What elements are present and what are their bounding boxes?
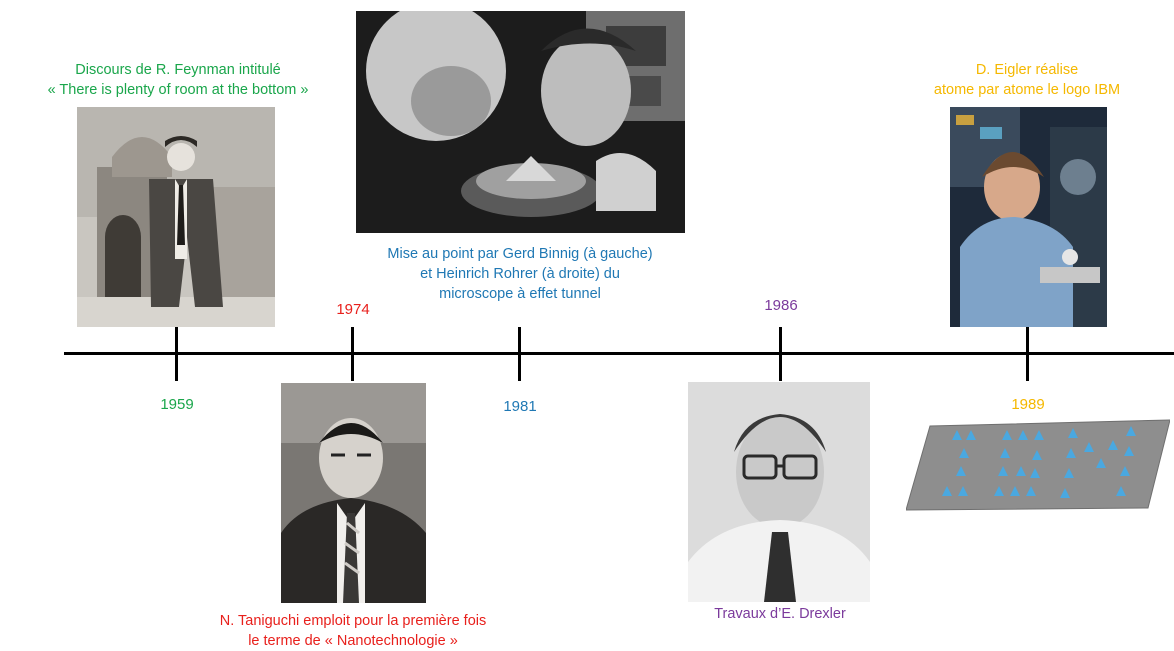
year-1959: 1959 [160,396,194,413]
tick-1981 [518,327,521,381]
tick-1989 [1026,327,1029,381]
caption-line: Travaux d’E. Drexler [714,606,846,622]
year-1989: 1989 [1011,396,1045,413]
binnig-rohrer-photo [356,11,685,233]
year-1986: 1986 [764,297,798,314]
caption-line: Mise au point par Gerd Binnig (à gauche) [387,246,653,262]
caption-line: atome par atome le logo IBM [933,82,1121,98]
ibm-atoms-logo [906,418,1170,512]
year-1974: 1974 [336,301,370,318]
binnig-caption: Mise au point par Gerd Binnig (à gauche)… [330,244,710,304]
feynman-portrait [77,107,275,327]
caption-line: « There is plenty of room at the bottom … [47,82,309,98]
taniguchi-caption: N. Taniguchi emploit pour la première fo… [163,611,543,651]
caption-line: N. Taniguchi emploit pour la première fo… [219,613,487,629]
caption-line: microscope à effet tunnel [439,286,601,302]
eigler-photo [950,107,1107,327]
drexler-caption: Travaux d’E. Drexler [660,604,900,624]
caption-line: et Heinrich Rohrer (à droite) du [420,266,620,282]
tick-1959 [175,327,178,381]
feynman-caption: Discours de R. Feynman intitulé « There … [0,60,356,100]
eigler-caption: D. Eigler réalise atome par atome le log… [880,60,1174,100]
timeline-axis [64,352,1174,355]
year-1981: 1981 [503,398,537,415]
caption-line: le terme de « Nanotechnologie » [248,633,458,649]
drexler-portrait [688,382,870,602]
taniguchi-portrait [281,383,426,603]
caption-line: Discours de R. Feynman intitulé [75,62,281,78]
caption-line: D. Eigler réalise [975,62,1079,78]
tick-1986 [779,327,782,381]
tick-1974 [351,327,354,381]
